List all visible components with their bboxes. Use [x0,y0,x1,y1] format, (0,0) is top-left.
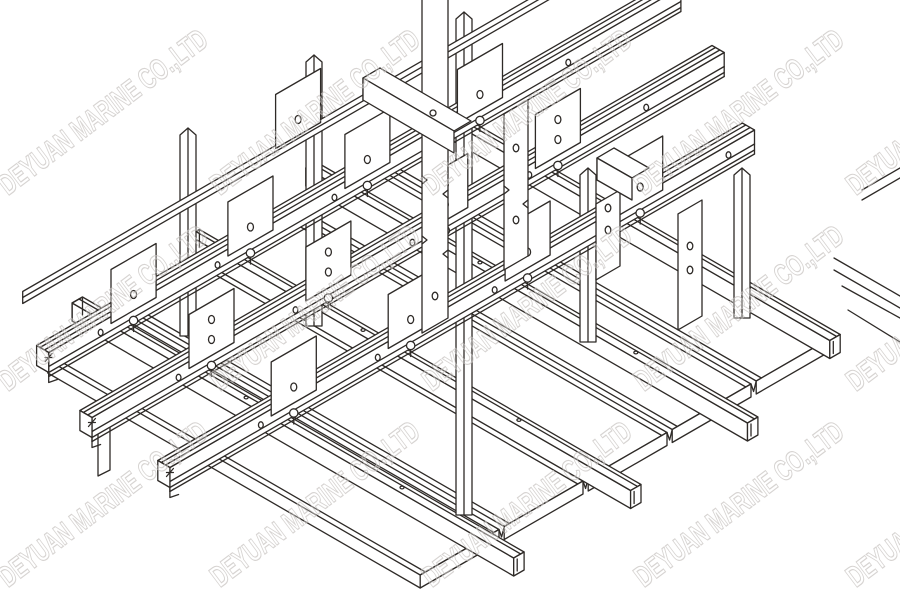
isometric-linework [22,0,900,589]
